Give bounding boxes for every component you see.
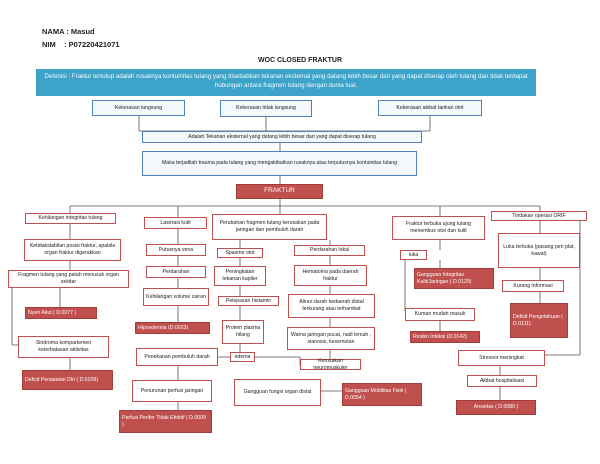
col4-node-5: Kerusakan neuromuskuler	[300, 358, 361, 371]
definition-box: Defenisi : Fraktur tertutup adalah rusak…	[36, 69, 536, 96]
col2-node-5: Penekanan pembuluh darah	[136, 348, 218, 366]
col4-node-1: Perdarahan lokal	[294, 245, 365, 256]
mechanism-box: Adalah Tekanan eksternal yang datang leb…	[142, 131, 422, 143]
col2-node-1: Laserasi kulit	[144, 217, 207, 229]
col6-diagnosis-2: Ansietas ( D.0080 )	[456, 400, 536, 415]
col6-node-1: Tindakan operasi ORIF	[491, 211, 587, 221]
col5-diagnosis-1: Gangguan Integritas Kulit/Jaringan ( D.0…	[414, 268, 494, 289]
col6-node-2: Luka terbuka (pasang pen plat, kawat)	[498, 233, 580, 268]
student-nim: NIM : P07220421071	[42, 40, 120, 49]
col2-node-6: Penurunan perfusi jaringan	[132, 380, 212, 402]
col3-node-6: Gangguan fungsi organ distal	[234, 379, 321, 406]
col5-node-3: Kuman mudah masuk	[405, 308, 475, 321]
result-box: Maka terjadilah trauma pada tulang yang …	[142, 151, 417, 176]
col3-node-3: Pelepasan histamin	[218, 296, 279, 306]
page-title: WOC CLOSED FRAKTUR	[258, 57, 342, 64]
col1-node-2: Ketidakstabilan posisi fraktur, apabila …	[24, 239, 121, 261]
col2-node-2: Putusnya vena	[146, 244, 206, 256]
col2-node-4: Kehilangan volume cairan	[143, 288, 209, 306]
col1-diagnosis-1: Nyeri Akut ( D.0077 )	[25, 307, 97, 319]
col3-node-2: Peningkatan tekanan kapiler	[214, 266, 266, 286]
col3-node-1: Spasme otot	[217, 248, 263, 258]
cause-muscle-pull: Kekerasan akibat tarikan otot	[378, 100, 482, 116]
fraktur-box: FRAKTUR	[236, 184, 323, 199]
col6-diagnosis-1: Defisit Pengetahuan ( D.0111)	[510, 303, 568, 338]
col5-node-1: Fraktur terbuka ujung tulang menembus ot…	[392, 216, 485, 240]
col2-diagnosis-1: Hipovolemia (D.0023)	[135, 322, 210, 334]
col4-node-3: Aliran darah kedaerah distal terkurang a…	[288, 294, 375, 318]
col5-node-2: luka	[400, 250, 427, 260]
col1-node-4: Sindroma kompartemen keterbatasan aktivi…	[18, 336, 109, 358]
col1-node-1: Kehilangan integritas tulang	[25, 213, 116, 224]
col3-diagnosis-1: Gangguan Mobilitas Fisik ( D.0054 )	[342, 383, 422, 406]
col4-node-2: Hematoma pada daerah fraktur	[294, 265, 367, 286]
col3-node-5: edema	[230, 352, 255, 362]
student-name: NAMA : Masud	[42, 27, 95, 36]
col3-top: Perubahan fragmen tulang kerusakan pada …	[212, 214, 327, 240]
col6-node-3: Kurang informasi	[502, 280, 564, 292]
cause-direct: Kekerasan langsung	[92, 100, 185, 116]
col6-node-5: Akibat hospitalisasi	[467, 375, 537, 387]
col3-node-4: Protein plasma hilang	[222, 320, 264, 344]
col1-node-3: Fragmen tulang yang patah menusuk organ …	[8, 270, 129, 288]
col6-node-4: Stressor meningkat	[458, 350, 545, 366]
col2-diagnosis-2: Perfusi Perifer Tidak Efektif ( D.0009 )	[119, 410, 212, 433]
col5-diagnosis-2: Resiko Infeksi (D.0142)	[410, 331, 480, 343]
cause-indirect: Kekerasan tidak langsung	[220, 100, 312, 117]
col4-node-4: Warna jaringan pucat, nadi lemah , siano…	[287, 327, 375, 350]
col1-diagnosis-2: Deficit Perawatan Diri ( D.0109)	[22, 370, 113, 390]
col2-node-3: Perdarahan	[146, 266, 206, 278]
